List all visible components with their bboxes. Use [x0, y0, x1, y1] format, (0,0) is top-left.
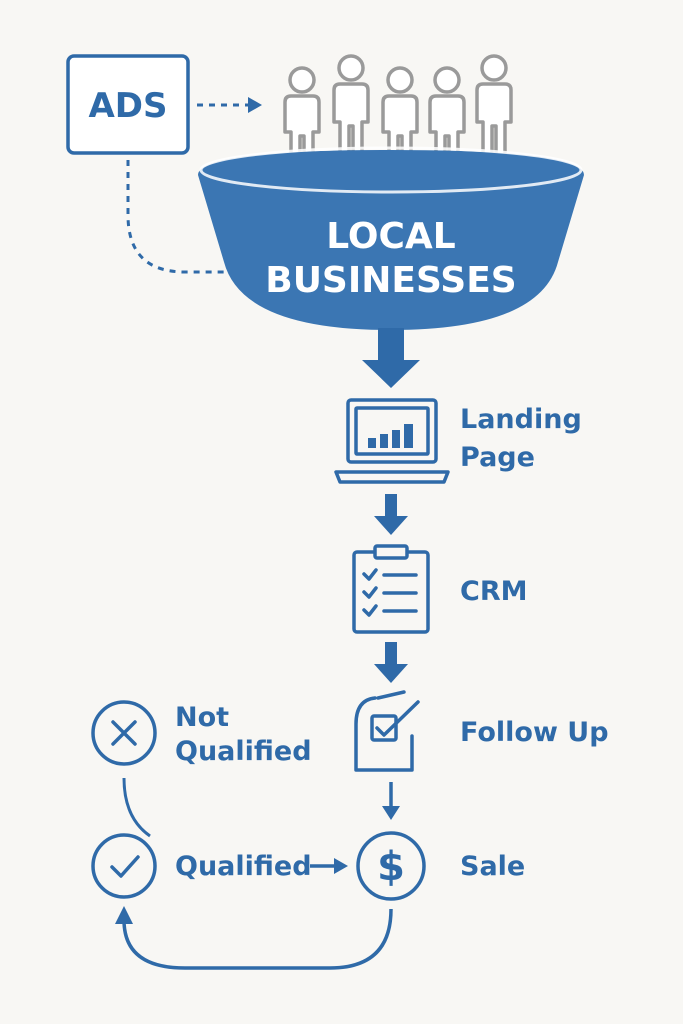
not-qualified-label-line2: Qualified: [175, 736, 312, 767]
close-circle-icon: [91, 700, 157, 766]
landing-page-label-line2: Page: [460, 442, 535, 473]
edit-check-icon: [354, 690, 420, 772]
qualified-to-sale-arrowhead: [334, 858, 348, 874]
check-circle-icon: [91, 833, 157, 899]
sale-to-qualified-loop-arrowhead: [115, 906, 133, 924]
sale-to-qualified-loop: [122, 908, 393, 970]
landing-to-crm-arrow: [374, 494, 408, 535]
ads-to-people-arrowhead: [248, 97, 262, 113]
people-group-icon: [283, 54, 513, 165]
funnel-down-arrow: [362, 328, 420, 388]
not-qualified-connector: [122, 777, 151, 838]
ads-box: ADS: [66, 54, 190, 155]
followup-to-sale-arrowhead: [382, 806, 400, 820]
ads-to-funnel-dashed-line: [126, 160, 240, 274]
sale-label: Sale: [460, 851, 525, 882]
clipboard-checklist-icon: [352, 544, 430, 634]
landing-page-label-line1: Landing: [460, 404, 582, 435]
follow-up-label: Follow Up: [460, 717, 609, 748]
crm-label: CRM: [460, 576, 527, 607]
svg-text:$: $: [377, 844, 405, 890]
laptop-chart-icon: [334, 398, 450, 484]
not-qualified-label-line1: Not: [175, 702, 229, 733]
crm-to-followup-arrow: [374, 642, 408, 683]
funnel-label-line1: LOCAL: [326, 216, 455, 257]
funnel: LOCAL BUSINESSES: [198, 146, 584, 330]
funnel-label-line2: BUSINESSES: [265, 260, 516, 301]
qualified-label: Qualified: [175, 851, 312, 882]
ads-label: ADS: [88, 86, 167, 126]
dollar-circle-icon: $: [356, 831, 426, 901]
